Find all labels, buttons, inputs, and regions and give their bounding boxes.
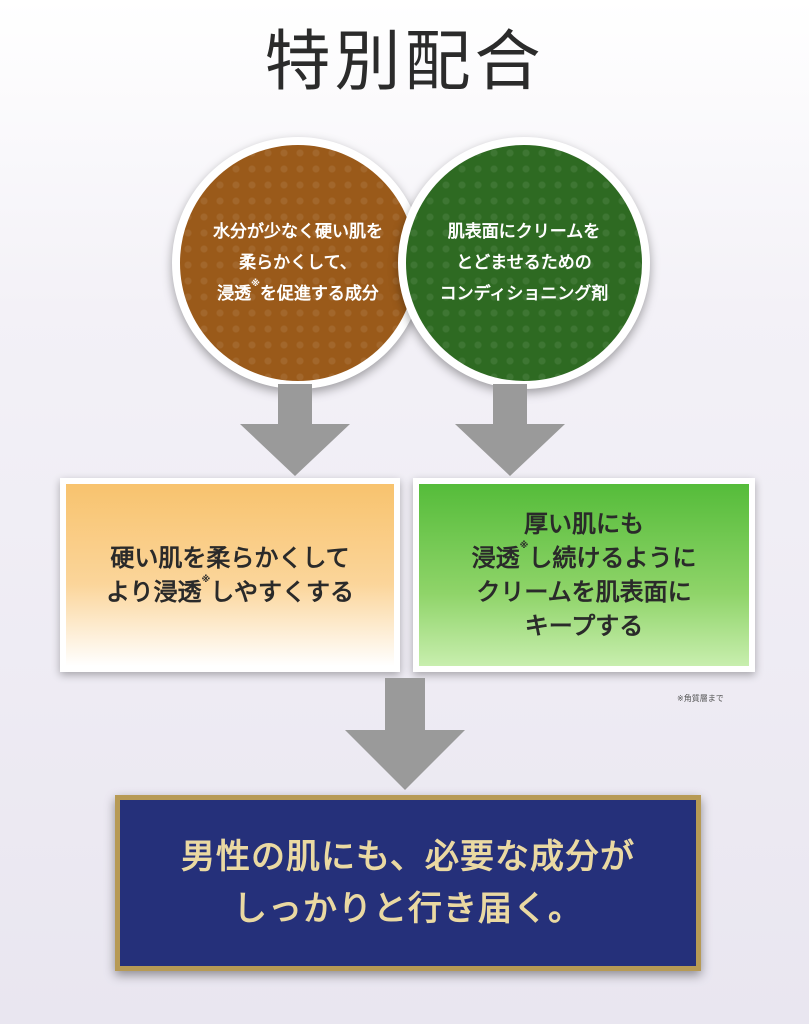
arrow-down-icon (345, 678, 465, 790)
footnote: ※角質層まで (677, 694, 724, 703)
box-text-line: キープする (524, 612, 644, 640)
conclusion-line: 男性の肌にも、必要な成分が (181, 837, 635, 877)
text: を促進する成分 (259, 283, 379, 304)
footnote-mark: ※ (519, 541, 529, 551)
text: 浸透 (217, 283, 252, 304)
box-text-line: より浸透※しやすくする (106, 575, 354, 609)
page-title: 特別配合 (264, 23, 545, 100)
box-text-line: クリームを肌表面に (476, 578, 692, 606)
text: より浸透 (105, 578, 202, 606)
ingredient-circle-softening: 水分が少なく硬い肌を 柔らかくして、 浸透※を促進する成分 (172, 137, 424, 389)
box-text-line: 厚い肌にも (524, 510, 644, 538)
text: 浸透 (471, 544, 520, 572)
effect-box-keeping: 厚い肌にも 浸透※し続けるように クリームを肌表面に キープする (413, 478, 755, 672)
circle-text-line: 水分が少なく硬い肌を (213, 221, 383, 242)
text: しやすくする (210, 578, 355, 606)
circle-text-line: コンディショニング剤 (439, 283, 609, 304)
arrow-down-icon (240, 384, 350, 476)
footnote-mark: ※ (201, 575, 211, 585)
arrow-down-icon (455, 384, 565, 476)
conclusion-line: しっかりと行き届く。 (233, 889, 583, 929)
circle-text-line: 浸透※を促進する成分 (217, 279, 379, 310)
footnote-mark: ※ (251, 278, 260, 289)
circle-text-line: 柔らかくして、 (239, 252, 357, 273)
conclusion-box: 男性の肌にも、必要な成分が しっかりと行き届く。 (115, 795, 701, 971)
effect-box-softening: 硬い肌を柔らかくして より浸透※しやすくする (60, 478, 400, 672)
box-text-line: 浸透※し続けるように (472, 541, 697, 575)
circle-text-line: とどませるための (456, 252, 592, 273)
ingredient-circle-conditioning: 肌表面にクリームを とどませるための コンディショニング剤 (398, 137, 650, 389)
text: し続けるように (528, 544, 697, 572)
circle-text-line: 肌表面にクリームを (447, 221, 601, 242)
box-text-line: 硬い肌を柔らかくして (110, 544, 350, 572)
